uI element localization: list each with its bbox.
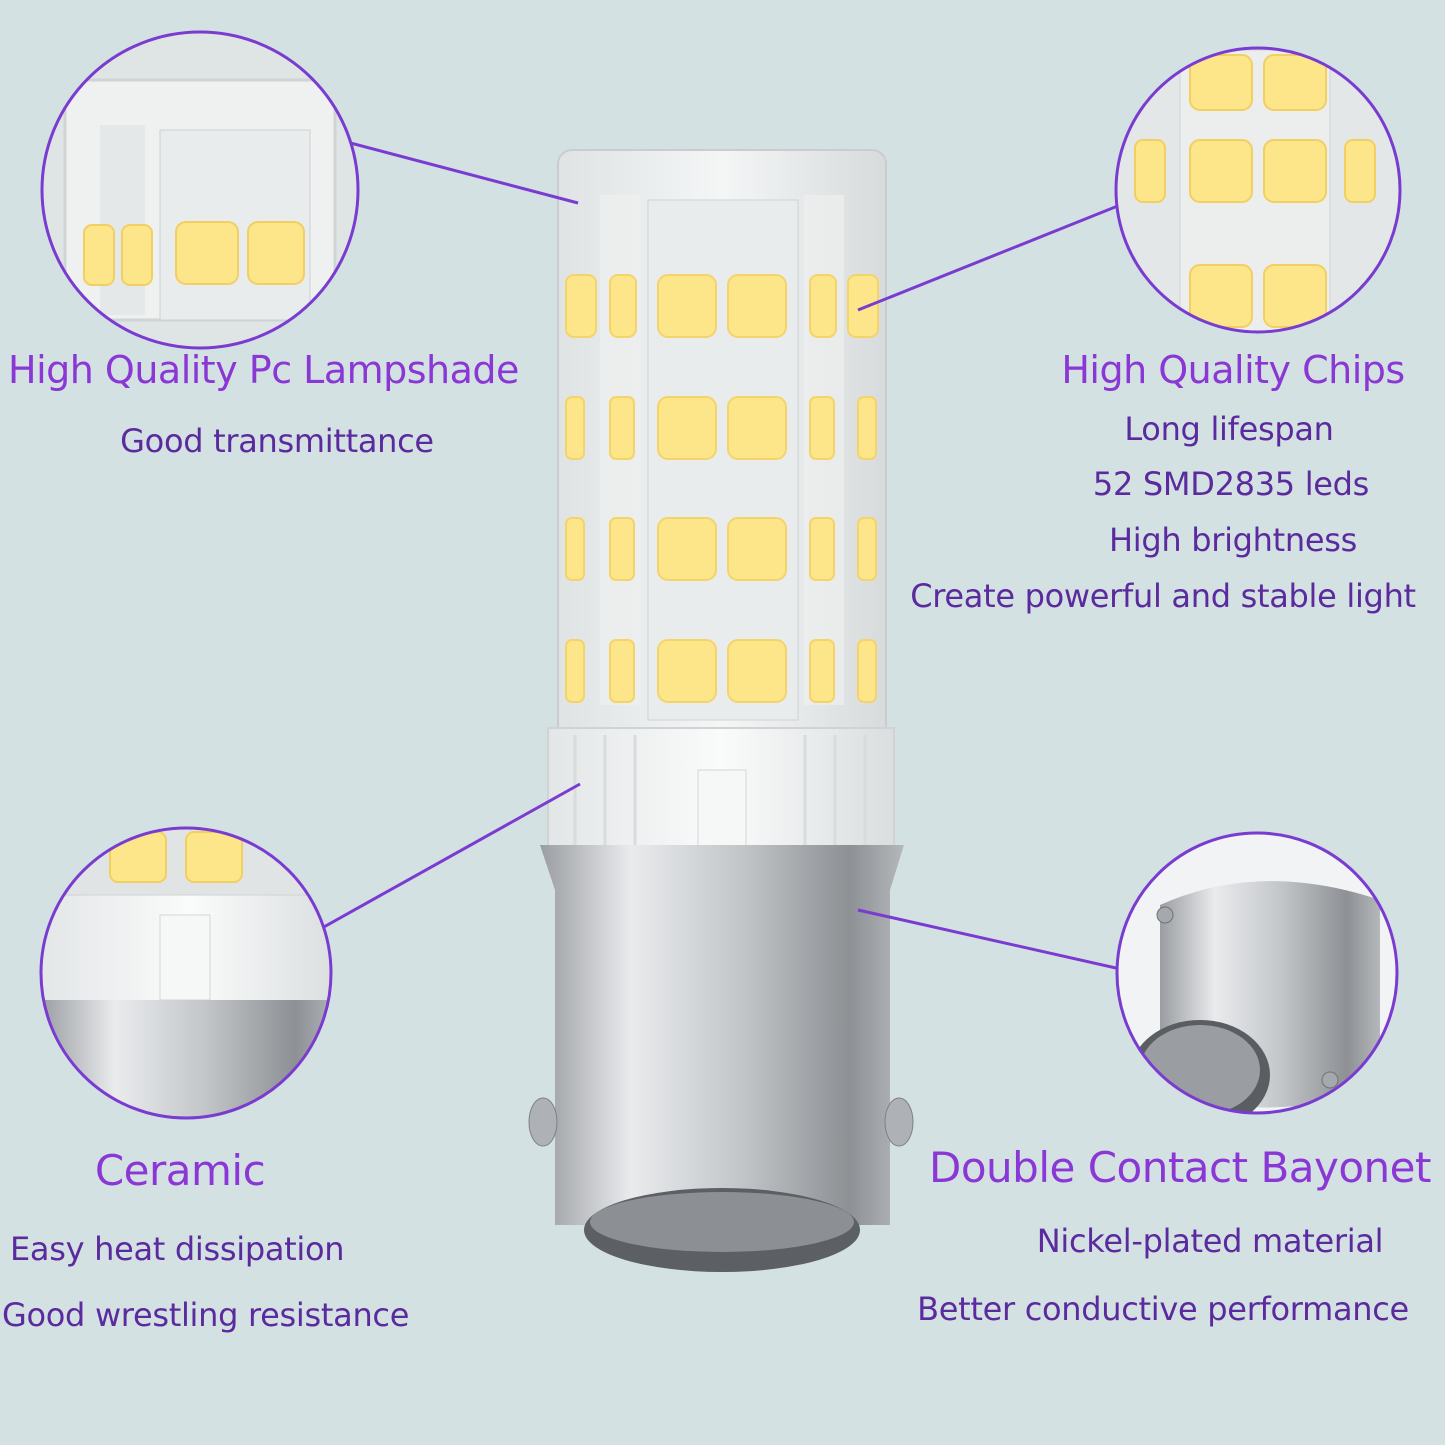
- led-chips: [565, 274, 879, 703]
- bayonet-title: Double Contact Bayonet: [929, 1143, 1431, 1192]
- ceramic-detail-heat: Easy heat dissipation: [10, 1230, 345, 1268]
- ceramic-title: Ceramic: [94, 1146, 266, 1195]
- bayonet-detail-material: Nickel-plated material: [1036, 1222, 1384, 1260]
- lampshade-detail: Good transmittance: [120, 422, 434, 460]
- bulb-lampshade: [557, 149, 887, 741]
- ceramic-detail-resistance: Good wrestling resistance: [2, 1296, 410, 1334]
- lampshade-title: High Quality Pc Lampshade: [8, 348, 519, 392]
- bulb-metal-base: [528, 845, 914, 1272]
- chips-detail-brightness: High brightness: [1108, 521, 1358, 559]
- detail-circle-ceramic: [39, 826, 333, 1120]
- detail-circle-lampshade: [40, 30, 360, 350]
- bayonet-detail-performance: Better conductive performance: [917, 1290, 1409, 1328]
- chips-detail-leds: 52 SMD2835 leds: [1092, 465, 1370, 503]
- chips-title: High Quality Chips: [1061, 348, 1405, 392]
- chips-detail-lifespan: Long lifespan: [1124, 410, 1334, 448]
- chips-detail-light: Create powerful and stable light: [910, 577, 1416, 615]
- detail-circle-chips: [1114, 46, 1402, 334]
- detail-circle-bayonet: [1115, 831, 1399, 1115]
- bulb-ceramic-collar: [547, 727, 895, 855]
